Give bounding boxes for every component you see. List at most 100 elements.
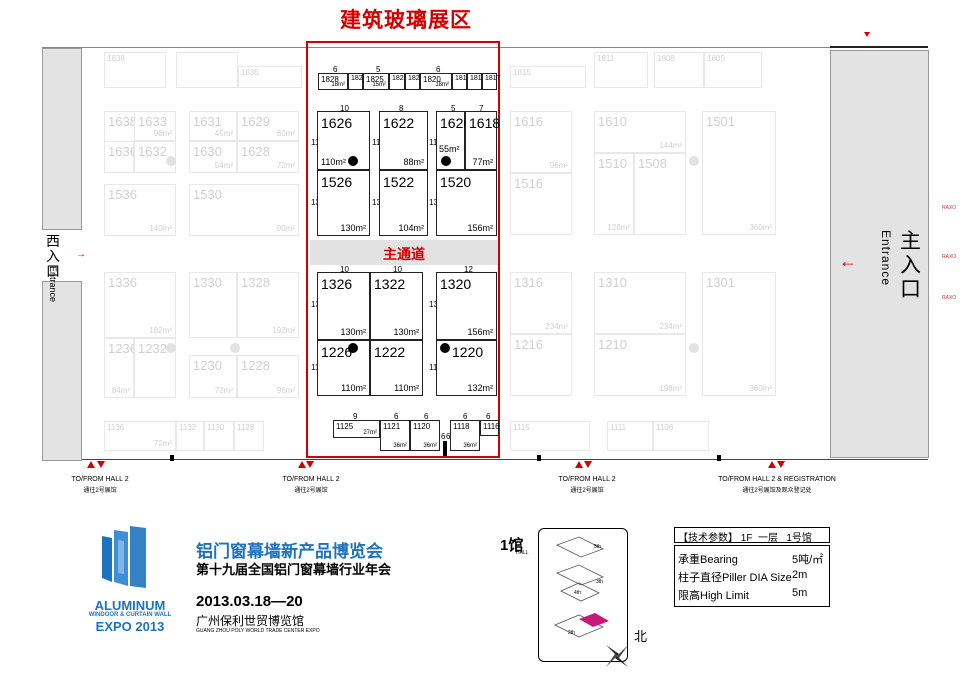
dim-label: 11 xyxy=(372,138,381,147)
dim-label: 11 xyxy=(311,363,320,372)
spec-label: 柱子直径Piller DIA Size xyxy=(678,572,792,584)
pillar-icon xyxy=(441,156,451,166)
spec-value: 2m xyxy=(792,569,808,581)
pillar-icon xyxy=(689,156,699,166)
pillar-icon xyxy=(348,156,358,166)
exit-arrow-icon xyxy=(575,461,583,468)
exit-arrow-icon xyxy=(97,461,105,468)
raxo-label: RAXO xyxy=(942,254,957,260)
hall-bottom-wall xyxy=(42,459,928,460)
expo-subname: 第十九届全国铝门窗幕墙行业年会 xyxy=(196,562,392,577)
pillar-icon xyxy=(348,343,358,353)
zone-title: 建筑玻璃展区 xyxy=(340,9,472,32)
expo-brand-3: EXPO 2013 xyxy=(95,619,165,634)
booth-1821[interactable]: 1821 xyxy=(405,73,424,90)
dim-label: 12 xyxy=(464,265,473,274)
wall-pillar xyxy=(170,455,174,461)
dim-label: 13 xyxy=(372,198,381,207)
booth-1826[interactable]: 1826 xyxy=(348,73,367,90)
pillar-icon xyxy=(689,343,699,353)
dim-label: 10 xyxy=(340,265,349,274)
booth-1116[interactable]: 1116 xyxy=(480,420,500,436)
pillar-icon xyxy=(230,343,240,353)
top-marker-icon xyxy=(864,32,870,37)
hall-label: 1馆 xyxy=(500,537,524,554)
expo-name: 铝门窗幕墙新产品博览会 xyxy=(196,542,383,561)
pillar-icon xyxy=(166,156,176,166)
dim-label: 10 xyxy=(340,104,349,113)
wall-pillar xyxy=(717,455,721,461)
expo-dates: 2013.03.18—20 xyxy=(196,593,303,610)
exit-arrow-icon xyxy=(306,461,314,468)
spec-value: 5吨/㎡ xyxy=(792,554,824,566)
hall-sub: HALL xyxy=(516,550,529,556)
west-entrance-en: Entrance xyxy=(48,266,58,303)
wall-pillar xyxy=(537,455,541,461)
booth-1817[interactable]: 1817 xyxy=(482,73,501,90)
floor-label: 2th xyxy=(568,630,575,636)
exit-arrow-icon xyxy=(584,461,592,468)
compass-icon xyxy=(604,643,630,669)
dim-label: 13 xyxy=(429,198,438,207)
pillar-icon xyxy=(166,343,176,353)
north-label: 北 xyxy=(634,629,648,644)
exit-arrow-icon xyxy=(768,461,776,468)
dim-label: 10 xyxy=(393,265,402,274)
hall-top-wall xyxy=(42,47,928,48)
specs-box xyxy=(674,545,830,607)
raxo-label: RAXO xyxy=(942,205,957,211)
expo-logo-icon xyxy=(96,524,156,590)
floor-label: 3th xyxy=(596,579,603,585)
main-entrance-panel xyxy=(830,50,929,458)
hall-locator-map xyxy=(538,528,628,662)
floor-label: 5th xyxy=(594,544,601,550)
booth-1818[interactable]: 1818 xyxy=(467,73,486,90)
expo-brand-1: ALUMINUM xyxy=(94,598,166,613)
booth-1823[interactable]: 1823 xyxy=(389,73,408,90)
specs-header-box xyxy=(674,527,830,543)
main-entrance-en: Entrance xyxy=(879,230,893,287)
glass-zone-border xyxy=(306,41,500,458)
dim-label: 7 xyxy=(479,104,484,113)
dim-label: 13 xyxy=(311,198,320,207)
west-wall-lower xyxy=(42,281,82,461)
expo-venue-en: GUANG ZHOU POLY WORLD TRADE CENTER EXPO xyxy=(196,628,320,634)
main-entrance-label: 主入口 xyxy=(900,230,921,301)
dim-label: 11 xyxy=(429,363,438,372)
pillar-icon xyxy=(440,343,450,353)
booth-1819[interactable]: 1819 xyxy=(452,73,471,90)
main-entrance-arrow-icon: ← xyxy=(839,251,857,271)
main-aisle-label: 主通道 xyxy=(383,246,425,262)
spec-label: 限高High Limit xyxy=(678,590,749,602)
spec-value: 5m xyxy=(792,587,808,599)
raxo-label: RAXO xyxy=(942,295,957,301)
exit-arrow-icon xyxy=(298,461,306,468)
west-arrow-icon: → xyxy=(76,249,86,260)
dim-label: 8 xyxy=(399,104,404,113)
dim-label: 13 xyxy=(311,300,320,309)
exit-arrow-icon xyxy=(777,461,785,468)
floor-label: 4th xyxy=(574,590,581,596)
dim-label: 11 xyxy=(429,138,438,147)
dim-label: 5 xyxy=(451,104,456,113)
exit-arrow-icon xyxy=(87,461,95,468)
